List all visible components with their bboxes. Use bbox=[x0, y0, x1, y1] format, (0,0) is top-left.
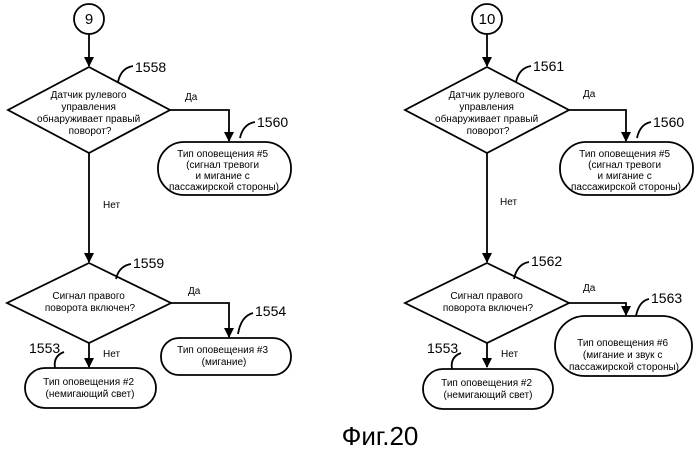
flow-arrow-yes bbox=[170, 110, 229, 141]
yes-label: Да bbox=[185, 92, 198, 103]
ref-1554: 1554 bbox=[255, 303, 286, 319]
ref-leader bbox=[240, 122, 255, 138]
no-label: Нет bbox=[103, 200, 120, 211]
ref-1560: 1560 bbox=[257, 114, 288, 130]
connector-label: 10 bbox=[479, 11, 496, 28]
no-label: Нет bbox=[103, 349, 120, 360]
terminal-alert-2-text: Тип оповещения #2 (немигающий свет) bbox=[43, 377, 137, 400]
terminal-alert-6-text: Тип оповещения #6 (мигание и звук с пасс… bbox=[569, 338, 679, 373]
decision-turn-signal-text: Сигнал правого поворота включен? bbox=[45, 291, 136, 314]
ref-1553: 1553 bbox=[427, 340, 458, 356]
flow-arrow-yes bbox=[569, 303, 626, 315]
yes-label: Да bbox=[188, 286, 201, 297]
ref-1558: 1558 bbox=[135, 59, 166, 75]
flow-arrow-yes bbox=[569, 110, 626, 141]
ref-1560: 1560 bbox=[653, 114, 684, 130]
yes-label: Да bbox=[583, 89, 596, 100]
flowchart-right: 10 Датчик рулевого управления обнаружива… bbox=[405, 4, 693, 409]
terminal-alert-2 bbox=[25, 368, 156, 408]
ref-leader bbox=[238, 313, 253, 334]
ref-1562: 1562 bbox=[531, 253, 562, 269]
connector-label: 9 bbox=[85, 11, 93, 28]
ref-leader bbox=[516, 66, 531, 82]
decision-turn-signal-text: Сигнал правого поворота включен? bbox=[443, 291, 534, 314]
ref-leader bbox=[636, 299, 649, 316]
ref-1553: 1553 bbox=[29, 340, 60, 356]
ref-1561: 1561 bbox=[533, 58, 564, 74]
no-label: Нет bbox=[501, 349, 518, 360]
ref-leader bbox=[637, 122, 651, 138]
terminal-alert-2 bbox=[423, 369, 553, 409]
terminal-alert-2-text: Тип оповещения #2 (немигающий свет) bbox=[441, 378, 535, 401]
no-label: Нет bbox=[500, 197, 517, 208]
figure-caption: Фиг.20 bbox=[342, 421, 419, 451]
ref-leader bbox=[118, 66, 133, 82]
ref-1559: 1559 bbox=[133, 255, 164, 271]
ref-1563: 1563 bbox=[651, 290, 682, 306]
flowchart-left: 9 Датчик рулевого управления обнаруживае… bbox=[7, 4, 291, 408]
yes-label: Да bbox=[583, 283, 596, 294]
flow-arrow-yes bbox=[171, 303, 229, 337]
